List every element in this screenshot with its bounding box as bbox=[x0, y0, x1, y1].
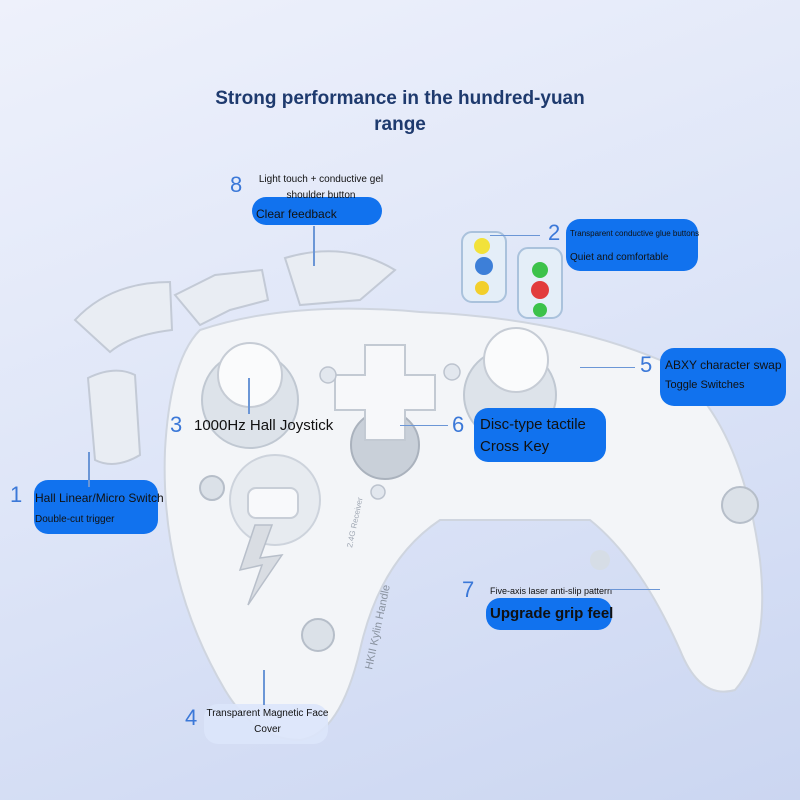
callout-1-line-1: Hall Linear/Micro Switch bbox=[35, 491, 164, 505]
callout-3-number: 3 bbox=[170, 412, 183, 437]
thumb-button-left bbox=[199, 475, 225, 501]
callout-1-number: 1 bbox=[10, 482, 23, 507]
callout-3-line-1: 1000Hz Hall Joystick bbox=[194, 417, 334, 434]
small-button-1 bbox=[319, 366, 337, 384]
callout-5-line-2: Toggle Switches bbox=[665, 379, 745, 391]
callout-5-highlight bbox=[660, 348, 786, 406]
callout-6: Disc-type tactile Cross Key bbox=[480, 414, 610, 458]
callout-8-line-2: shoulder button bbox=[286, 190, 356, 201]
callout-6-highlight bbox=[474, 408, 606, 462]
joystick-right-cap bbox=[483, 327, 549, 393]
callout-3-leader bbox=[248, 378, 250, 414]
shoulder-bracket-part bbox=[173, 268, 270, 327]
callout-4-line-1: Transparent Magnetic Face bbox=[206, 708, 329, 719]
callout-8-line-1: Light touch + conductive gel bbox=[258, 174, 384, 185]
callout-5-number: 5 bbox=[640, 352, 653, 377]
title-line-2: range bbox=[374, 114, 426, 135]
callout-5-leader bbox=[580, 367, 635, 368]
callout-4-line-2: Cover bbox=[254, 724, 281, 735]
callout-6-number: 6 bbox=[452, 412, 465, 437]
callout-6-leader bbox=[400, 425, 448, 426]
callout-6-line-1: Disc-type tactile bbox=[480, 416, 586, 433]
center-slot bbox=[247, 487, 299, 519]
callout-2: Transparent conductive glue buttons Quie… bbox=[570, 226, 700, 266]
callout-8-number: 8 bbox=[230, 172, 243, 197]
small-button-2 bbox=[443, 363, 461, 381]
callout-2-highlight bbox=[566, 219, 698, 271]
thumb-button-bottom bbox=[301, 618, 335, 652]
callout-2-number: 2 bbox=[548, 220, 561, 245]
callout-2-line-2: Quiet and comfortable bbox=[570, 252, 669, 263]
callout-8: Light touch + conductive gel shoulder bu… bbox=[256, 172, 386, 224]
callout-4-highlight bbox=[204, 704, 328, 744]
callout-4-leader bbox=[263, 670, 265, 705]
transparent-button-caps bbox=[461, 231, 563, 319]
callout-6-line-2: Cross Key bbox=[480, 438, 550, 455]
callout-1-highlight bbox=[34, 480, 158, 534]
callout-4-number: 4 bbox=[185, 705, 198, 730]
shoulder-trigger-right-part bbox=[283, 250, 397, 307]
lightning-logo-icon bbox=[238, 524, 284, 606]
callout-8-leader bbox=[313, 226, 315, 266]
callout-5: ABXY character swap Toggle Switches bbox=[665, 355, 795, 395]
title-line-1: Strong performance in the hundred-yuan bbox=[215, 88, 585, 109]
small-button-3 bbox=[370, 484, 386, 500]
callout-5-line-1: ABXY character swap bbox=[665, 358, 782, 372]
callout-8-highlight bbox=[252, 197, 382, 225]
callout-1: Hall Linear/Micro Switch Double-cut trig… bbox=[35, 488, 165, 528]
callout-2-line-1: Transparent conductive glue buttons bbox=[570, 229, 700, 238]
callout-1-leader bbox=[88, 452, 90, 487]
callout-2-leader bbox=[490, 235, 540, 236]
left-grip-clear bbox=[590, 550, 610, 570]
callout-7-leader bbox=[610, 589, 660, 590]
thumb-button-right bbox=[721, 486, 759, 524]
callout-7-line-1: Five-axis laser anti-slip pattern bbox=[490, 586, 613, 596]
shoulder-trigger-left-part bbox=[73, 280, 174, 354]
callout-3: 1000Hz Hall Joystick bbox=[194, 415, 354, 437]
trigger-piece bbox=[86, 369, 142, 465]
callout-7-line-2: Upgrade grip feel bbox=[490, 605, 614, 622]
callout-1-line-2: Double-cut trigger bbox=[35, 514, 115, 525]
callout-7-number: 7 bbox=[462, 577, 475, 602]
joystick-left-cap bbox=[217, 342, 283, 408]
callout-4: Transparent Magnetic Face Cover bbox=[205, 706, 330, 738]
disc-dpad bbox=[334, 344, 436, 480]
callout-8-line-3: Clear feedback bbox=[256, 207, 337, 221]
callout-7: Five-axis laser anti-slip pattern Upgrad… bbox=[490, 583, 660, 625]
callout-7-highlight bbox=[486, 598, 612, 630]
page-title: Strong performance in the hundred-yuan r… bbox=[200, 86, 600, 138]
